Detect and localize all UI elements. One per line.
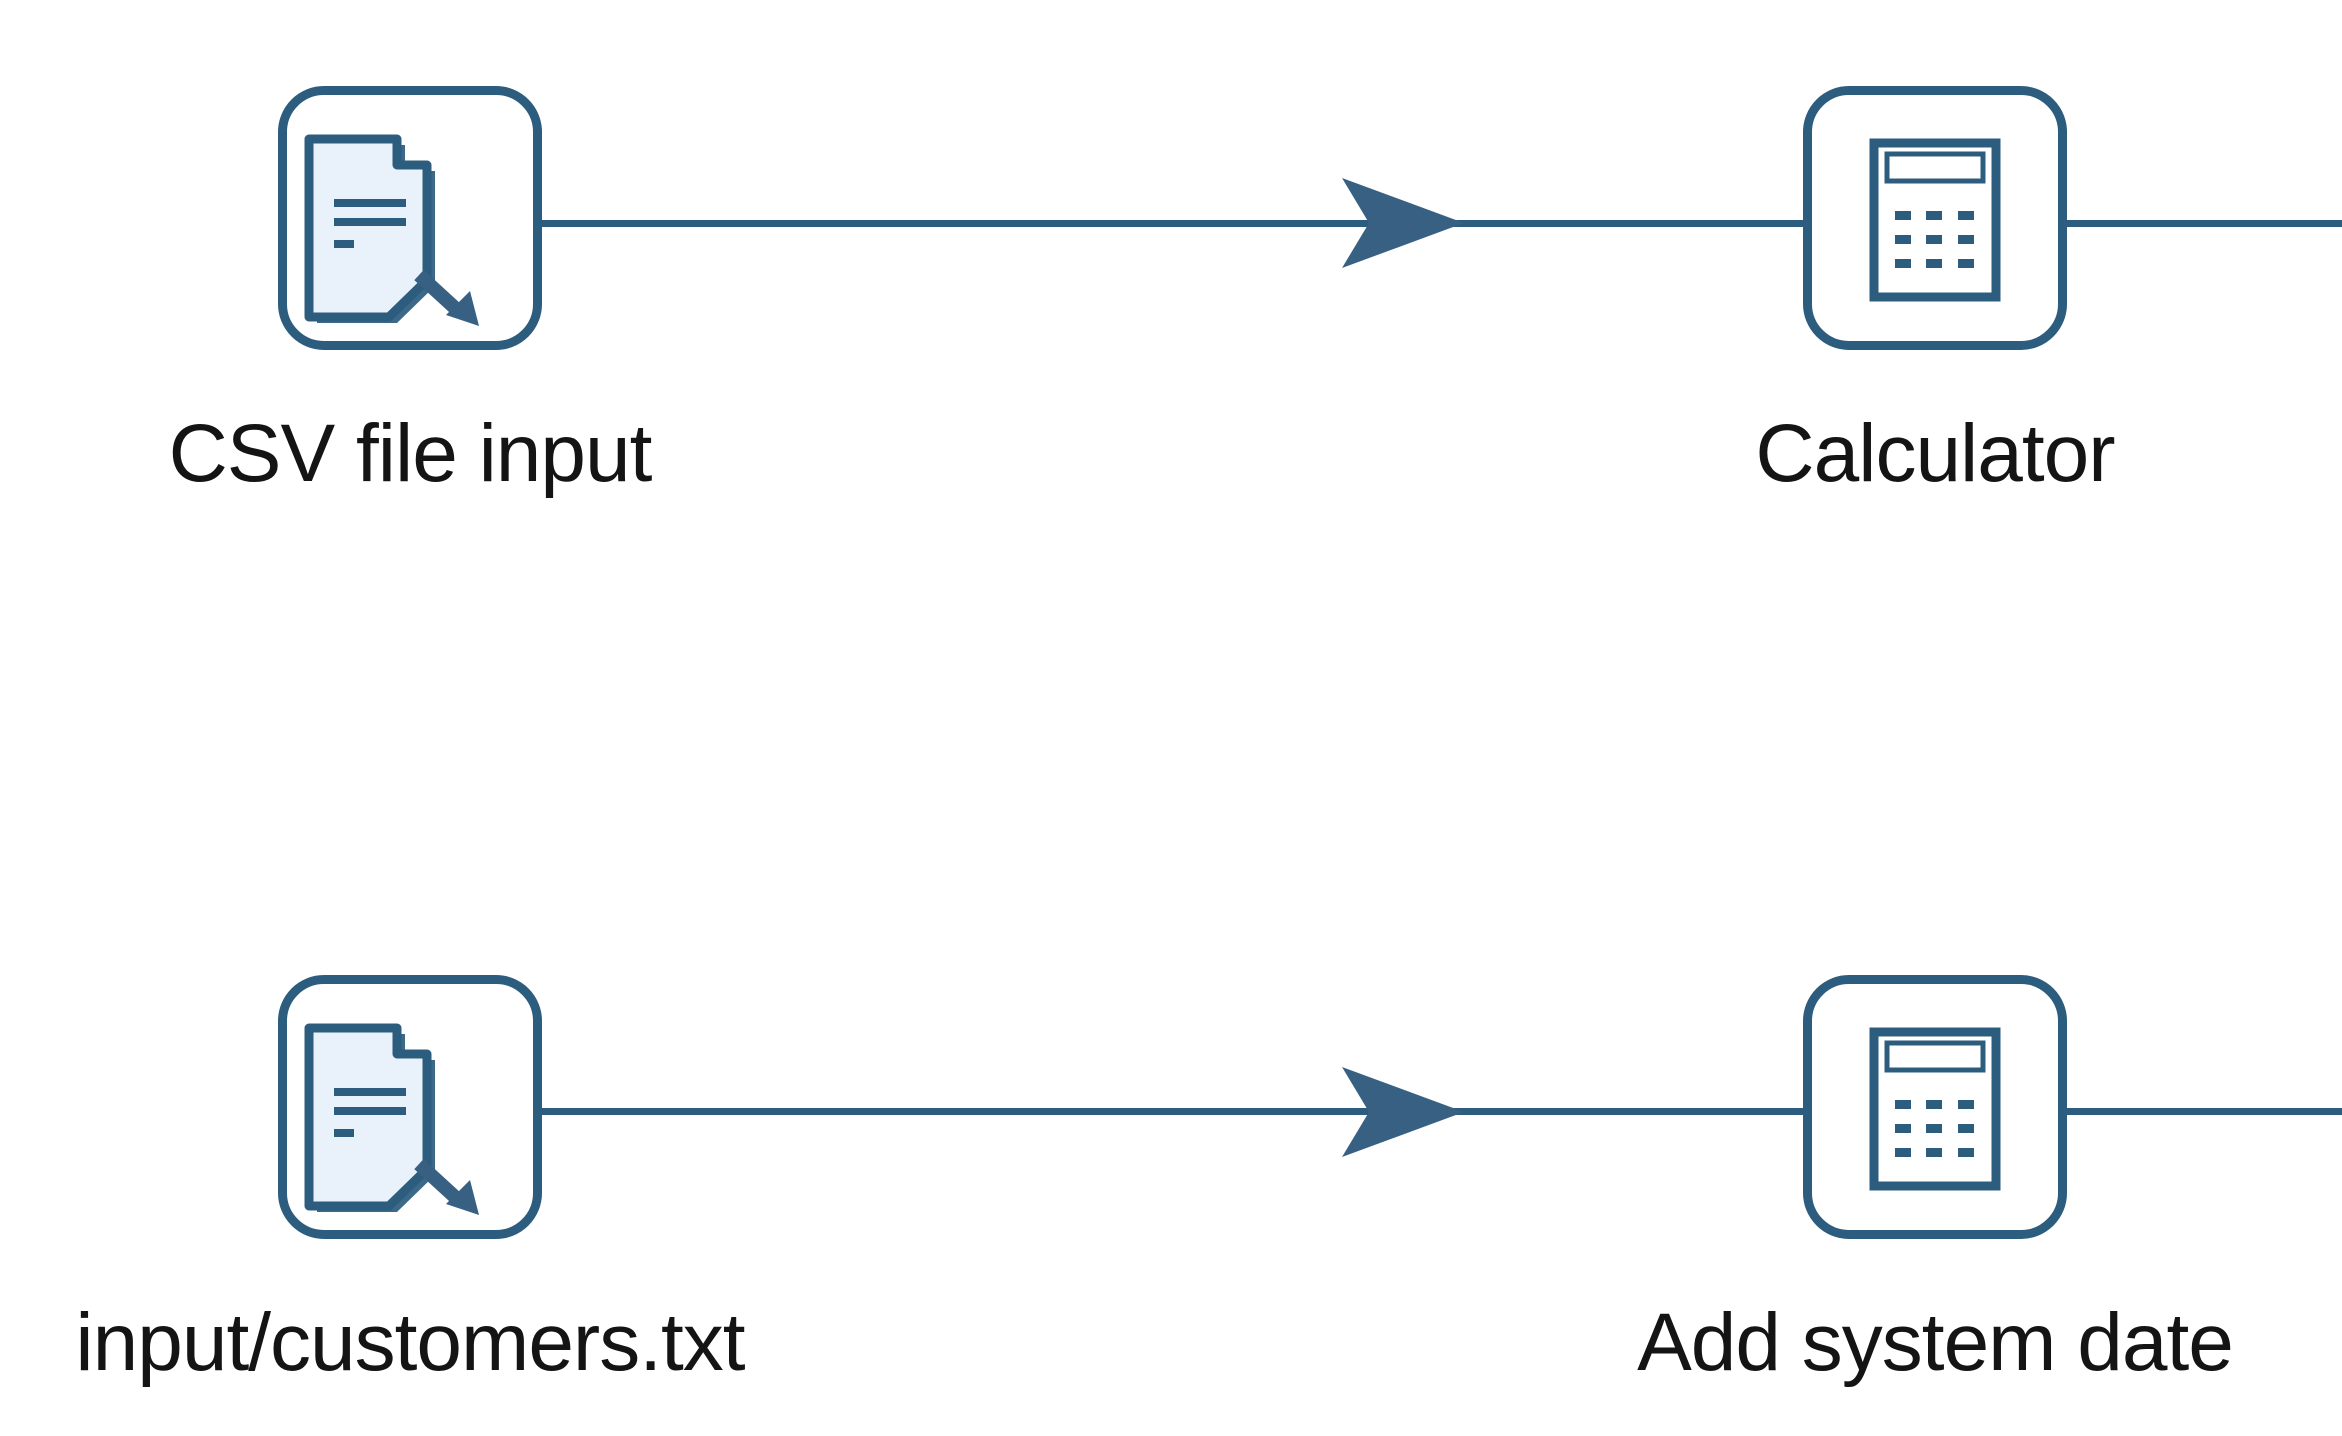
step-label: CSV file input <box>168 408 653 499</box>
step-node-input-customers-txt[interactable] <box>278 975 542 1239</box>
step-label: Add system date <box>1637 1297 2234 1388</box>
hop-line-adddate-right[interactable] <box>2063 1108 2342 1115</box>
step-label: input/customers.txt <box>75 1297 745 1388</box>
step-node-calculator[interactable] <box>1803 86 2067 350</box>
file-input-icon <box>304 134 479 326</box>
calculator-icon <box>1869 138 2001 302</box>
step-label: Calculator <box>1755 408 2115 499</box>
step-node-csv-file-input[interactable] <box>278 86 542 350</box>
hop-arrow-icon[interactable] <box>1342 1066 1464 1158</box>
calculator-icon <box>1869 1027 2001 1191</box>
hop-arrow-icon[interactable] <box>1342 177 1464 269</box>
hop-line-calculator-right[interactable] <box>2063 220 2342 227</box>
hop-line-csv-to-calculator[interactable] <box>540 220 1810 227</box>
hop-line-customers-to-adddate[interactable] <box>540 1108 1810 1115</box>
step-node-add-system-date[interactable] <box>1803 975 2067 1239</box>
file-input-icon <box>304 1023 479 1215</box>
